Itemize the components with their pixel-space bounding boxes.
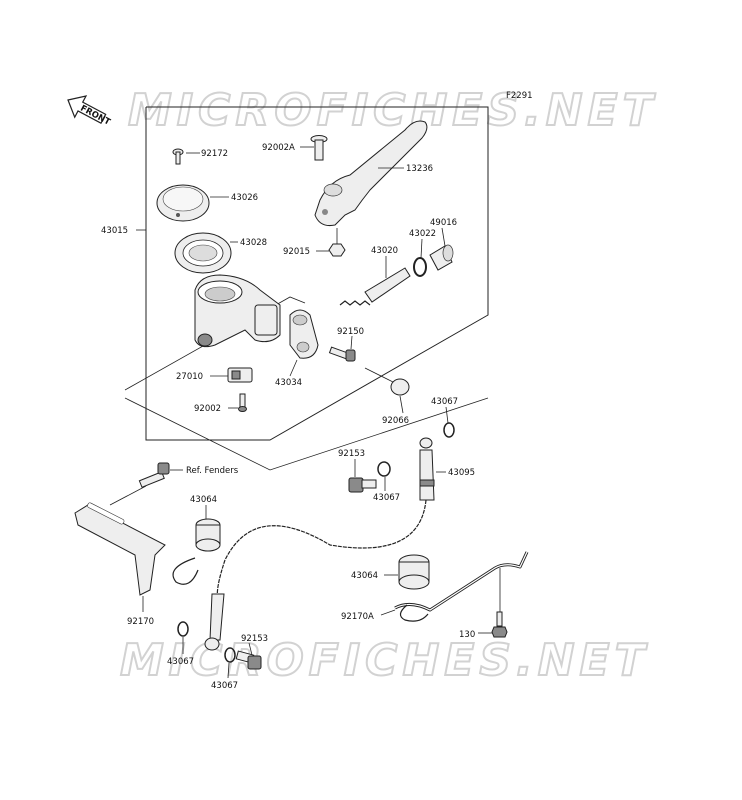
cut-line-upper [124,296,306,391]
master-cylinder-body [194,274,281,348]
watermark-bottom: MICROFICHES.NET [120,635,650,686]
label-43067-a: 43067 [431,397,458,407]
label-130: 130 [459,630,475,640]
bracket-92170 [74,502,166,596]
bolt-92002A [310,135,328,161]
label-43028: 43028 [240,238,267,248]
washer-43067-c [177,621,189,637]
clamp-43034 [289,309,319,359]
washer-43067-d [224,647,236,663]
grommet-43064-a [195,518,221,552]
brake-hose-43095 [419,437,435,501]
label-43015: 43015 [101,226,128,236]
label-92150: 92150 [337,327,364,337]
front-arrow-icon: FRONT [67,95,112,128]
switch-27010 [227,367,253,383]
diagram-code: F2291 [506,91,533,101]
label-43034: 43034 [275,378,302,388]
label-ref-fenders: Ref. Fenders [186,466,239,476]
label-43064-b: 43064 [351,571,378,581]
label-92002A: 92002A [262,143,295,153]
label-92015: 92015 [283,247,310,257]
bolt-130 [491,611,508,638]
diaphragm-43028 [174,232,232,274]
fender-bolt [138,462,170,488]
banjo-bolt-92153-a [348,477,377,493]
screw-92002 [238,393,247,412]
boot-49016 [429,244,454,271]
cap-92066 [390,378,410,396]
washer-43067-a [443,422,455,438]
label-43022: 43022 [409,229,436,239]
label-92172: 92172 [201,149,228,159]
label-27010: 27010 [176,372,203,382]
label-92066: 92066 [382,416,409,426]
watermark-top: MICROFICHES.NET [128,85,658,136]
label-92153-a: 92153 [338,449,365,459]
label-92002: 92002 [194,404,221,414]
circlip-43022 [413,257,427,277]
label-49016: 49016 [430,218,457,228]
label-13236: 13236 [406,164,433,174]
label-43020: 43020 [371,246,398,256]
screw-92172 [172,148,184,165]
label-92170: 92170 [127,617,154,627]
hose-line [216,499,427,601]
label-43095: 43095 [448,468,475,478]
label-92153-b: 92153 [241,634,268,644]
brake-lever-13236 [314,120,428,226]
brake-hose-lower-fitting [204,593,225,651]
label-43067-c: 43067 [167,657,194,667]
label-43026: 43026 [231,193,258,203]
banjo-bolt-92153-b [235,650,262,670]
grommet-43064-b [398,554,430,590]
bolt-92150 [328,346,356,362]
washer-43067-b [377,461,391,477]
clip-wire-left [172,557,199,585]
label-43064-a: 43064 [190,495,217,505]
label-43067-d: 43067 [211,681,238,691]
piston-43020 [339,267,411,306]
assembly-frame [145,106,489,441]
front-label: FRONT [78,104,112,128]
cut-line-lower [124,397,489,471]
nut-92015 [328,243,346,257]
label-92170A: 92170A [341,612,374,622]
label-43067-b: 43067 [373,493,400,503]
reservoir-cap-43026 [156,184,210,222]
